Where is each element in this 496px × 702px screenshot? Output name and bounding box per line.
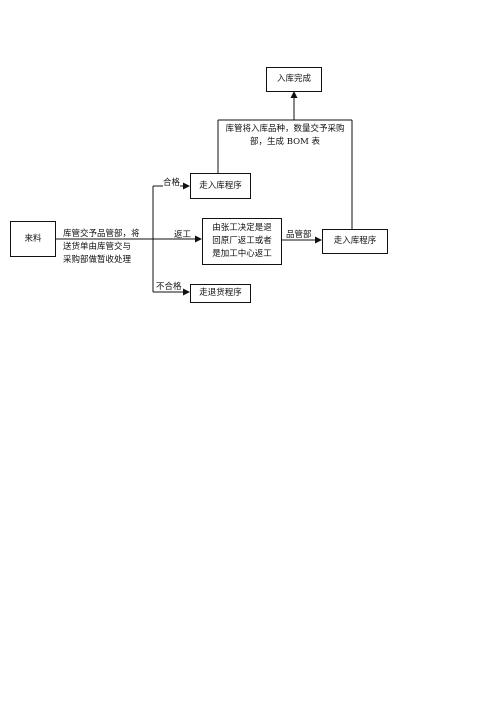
handover-note-line-2: 送货单由库管交与 <box>63 242 132 252</box>
warehouse-done-box: 入库完成 <box>266 67 322 92</box>
source-label: 来料 <box>24 233 42 244</box>
inbound-right-label: 走入库程序 <box>333 236 377 246</box>
return-box: 走退货程序 <box>190 284 251 303</box>
bom-note-line-2: 部，生成 BOM 表 <box>250 137 320 147</box>
inbound-right-box: 走入库程序 <box>322 229 388 254</box>
decision-line-2: 回原厂返工或者 <box>212 236 272 246</box>
return-label: 走退货程序 <box>199 288 242 298</box>
source-box: 来料 <box>10 221 56 257</box>
warehouse-done-label: 入库完成 <box>276 74 311 84</box>
handover-note-line-1: 库管交予品管部，将 <box>63 229 140 239</box>
decision-box: 由张工决定是退 回原厂返工或者 是加工中心返工 <box>202 218 282 265</box>
edge-label-pass: 合格 <box>163 178 181 189</box>
edge-label-qc: 品管部 <box>286 230 312 240</box>
edge-label-rework: 返工 <box>174 230 192 240</box>
inbound-top-label: 走入库程序 <box>199 180 242 191</box>
edge-label-fail: 不合格 <box>156 282 182 292</box>
bom-note: 库管将入库品种，数量交予采购 部，生成 BOM 表 <box>220 123 350 151</box>
bom-note-line-1: 库管将入库品种，数量交予采购 <box>225 124 345 134</box>
handover-note: 库管交予品管部，将 送货单由库管交与 采购部做暂收处理 <box>63 228 151 270</box>
handover-note-line-3: 采购部做暂收处理 <box>63 255 132 265</box>
decision-line-3: 是加工中心返工 <box>212 249 272 259</box>
inbound-top-box: 走入库程序 <box>190 173 251 199</box>
decision-line-1: 由张工决定是退 <box>212 223 272 233</box>
